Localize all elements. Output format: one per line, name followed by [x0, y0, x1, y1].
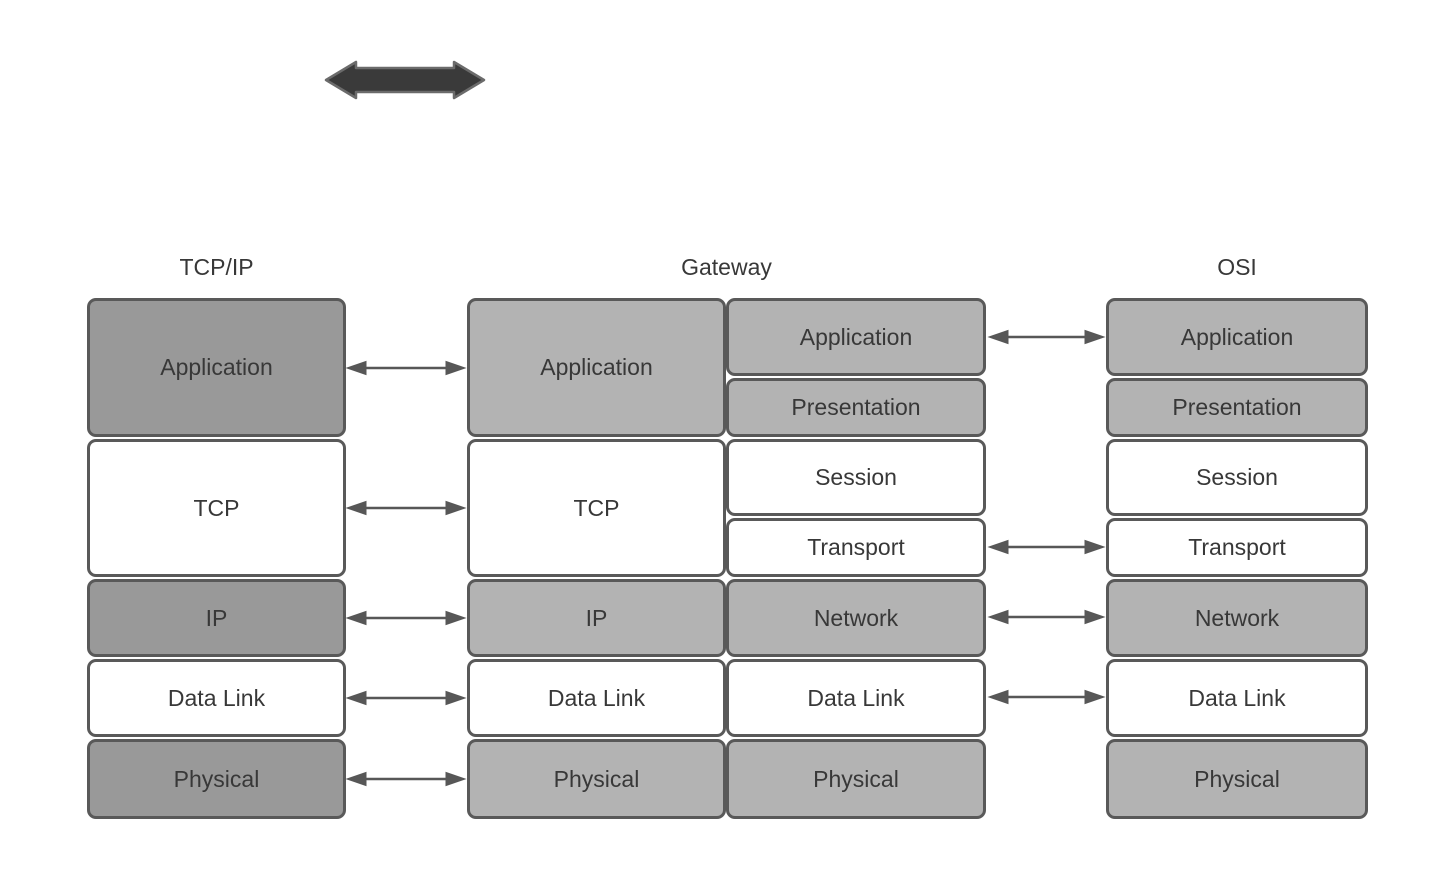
arrow-gateway-osi-network — [987, 609, 1106, 625]
gateway-right-layer-network: Network — [726, 579, 986, 657]
arrow-tcpip-gateway-datalink — [345, 690, 467, 706]
gateway-right-layer-physical: Physical — [726, 739, 986, 819]
osi-layer-physical: Physical — [1106, 739, 1368, 819]
tcpip-layer-physical: Physical — [87, 739, 346, 819]
tcpip-layer-application: Application — [87, 298, 346, 437]
gateway-left-layer-physical: Physical — [467, 739, 726, 819]
osi-layer-transport: Transport — [1106, 518, 1368, 577]
gateway-right-layer-transport: Transport — [726, 518, 986, 577]
osi-layer-application: Application — [1106, 298, 1368, 376]
gateway-left-layer-datalink: Data Link — [467, 659, 726, 737]
arrow-gateway-osi-datalink — [987, 689, 1106, 705]
osi-layer-session: Session — [1106, 439, 1368, 516]
tcpip-layer-tcp: TCP — [87, 439, 346, 577]
arrow-tcpip-gateway-physical — [345, 771, 467, 787]
gateway-right-layer-session: Session — [726, 439, 986, 516]
tcpip-layer-ip: IP — [87, 579, 346, 657]
arrow-tcpip-gateway-ip — [345, 610, 467, 626]
gateway-left-layer-application: Application — [467, 298, 726, 437]
gateway-right-layer-presentation: Presentation — [726, 378, 986, 437]
tcpip-layer-datalink: Data Link — [87, 659, 346, 737]
gateway-header: Gateway — [681, 254, 772, 280]
gateway-left-layer-ip: IP — [467, 579, 726, 657]
osi-layer-network: Network — [1106, 579, 1368, 657]
arrow-gateway-osi-application — [987, 329, 1106, 345]
gateway-right-layer-datalink: Data Link — [726, 659, 986, 737]
gateway-left-layer-tcp: TCP — [467, 439, 726, 577]
tcpip-header: TCP/IP — [179, 254, 254, 280]
arrow-gateway-osi-transport — [987, 539, 1106, 555]
arrow-tcpip-gateway-tcp — [345, 500, 467, 516]
double-headed-arrow-icon — [324, 60, 486, 100]
osi-layer-datalink: Data Link — [1106, 659, 1368, 737]
gateway-right-layer-application: Application — [726, 298, 986, 376]
arrow-tcpip-gateway-application — [345, 360, 467, 376]
osi-header: OSI — [1217, 254, 1257, 280]
osi-layer-presentation: Presentation — [1106, 378, 1368, 437]
